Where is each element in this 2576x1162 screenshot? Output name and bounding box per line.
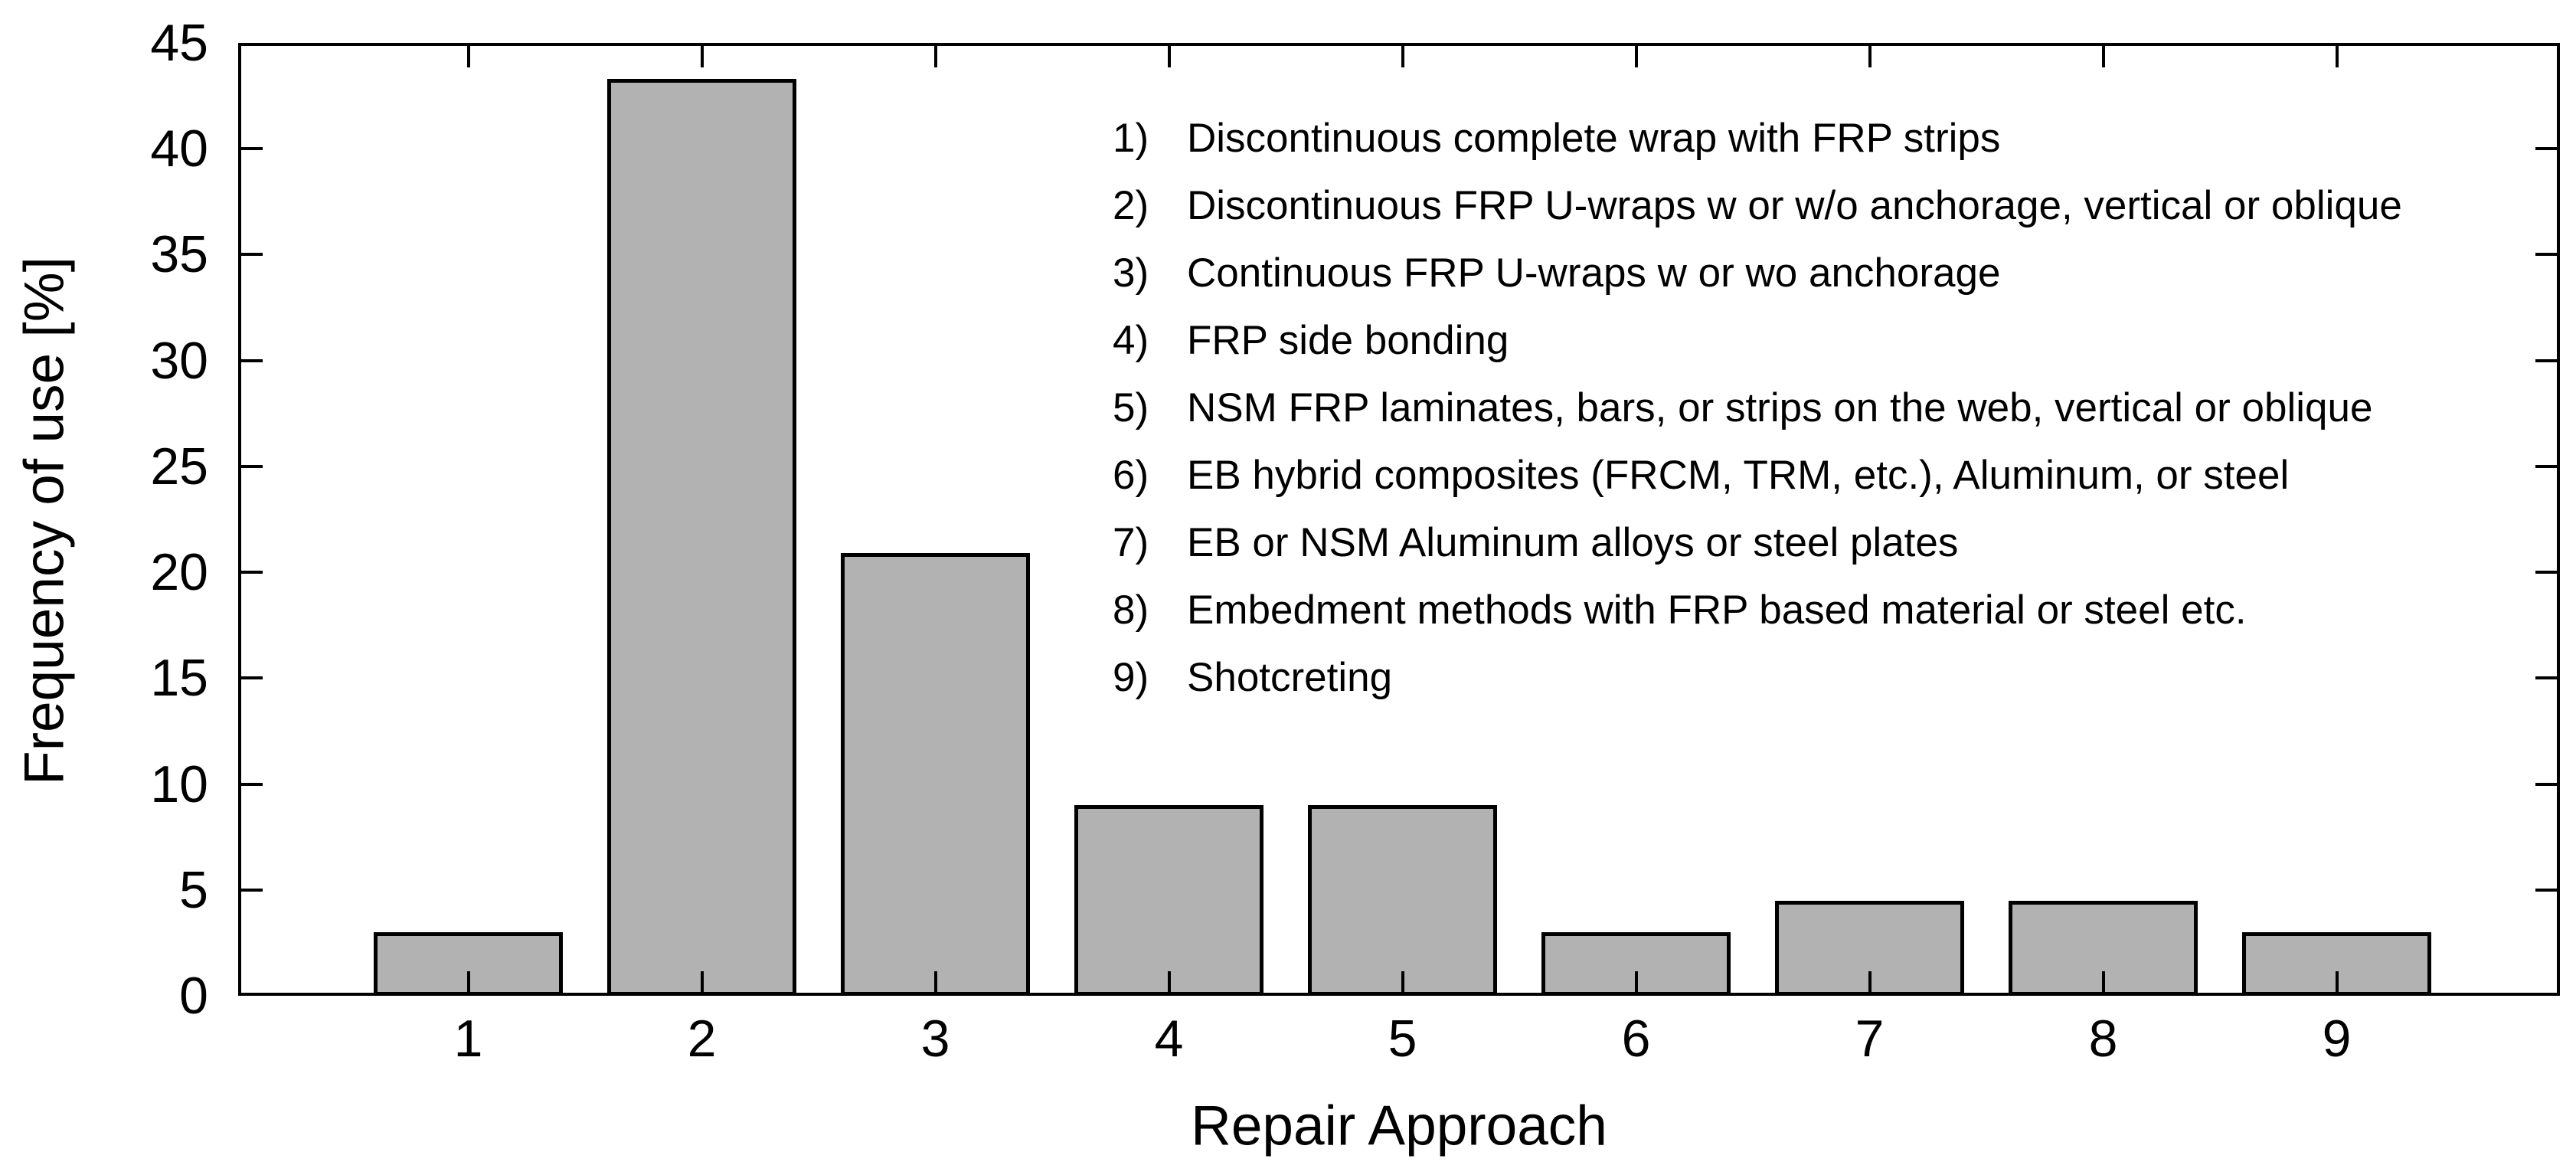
legend-item-8: 8) Embedment methods with FRP based mater…: [1113, 576, 2402, 643]
x-tick-bottom: [1167, 971, 1171, 996]
x-tick-top: [700, 43, 704, 67]
x-tick-label-3: 3: [920, 1010, 950, 1068]
legend-item-number: 6): [1113, 452, 1149, 498]
x-tick-label-4: 4: [1154, 1010, 1184, 1068]
y-tick-left: [238, 676, 263, 680]
legend-item-text: Embedment methods with FRP based materia…: [1187, 587, 2247, 633]
y-tick-right: [2535, 358, 2560, 362]
x-tick-top: [1868, 43, 1872, 67]
legend-item-text: EB hybrid composites (FRCM, TRM, etc.), …: [1187, 452, 2290, 498]
legend-item-text: Discontinuous FRP U-wraps w or w/o ancho…: [1187, 182, 2402, 228]
x-tick-bottom: [466, 971, 470, 996]
x-tick-bottom: [1401, 971, 1404, 996]
y-tick-right: [2535, 888, 2560, 892]
y-tick-right: [2535, 464, 2560, 468]
legend-item-text: Continuous FRP U-wraps w or wo anchorage: [1187, 250, 2001, 296]
legend-item-6: 6) EB hybrid composites (FRCM, TRM, etc.)…: [1113, 441, 2402, 509]
y-tick-label-35: 35: [150, 225, 208, 284]
x-tick-label-1: 1: [453, 1010, 483, 1068]
y-tick-right: [2535, 147, 2560, 151]
y-tick-label-30: 30: [150, 331, 208, 390]
x-tick-top: [2335, 43, 2339, 67]
legend-item-4: 4) FRP side bonding: [1113, 306, 2402, 374]
y-tick-right: [2535, 571, 2560, 574]
y-tick-label-40: 40: [150, 119, 208, 178]
x-tick-label-8: 8: [2088, 1010, 2118, 1068]
legend-item-number: 7): [1113, 519, 1149, 565]
y-tick-right: [2535, 676, 2560, 680]
x-tick-label-6: 6: [1621, 1010, 1651, 1068]
y-tick-label-20: 20: [150, 543, 208, 602]
x-tick-top: [466, 43, 470, 67]
y-tick-label-15: 15: [150, 649, 208, 708]
legend-item-text: Shotcreting: [1187, 654, 1393, 700]
legend-item-text: FRP side bonding: [1187, 317, 1509, 363]
y-tick-left: [238, 782, 263, 786]
legend-item-number: 9): [1113, 654, 1149, 700]
x-tick-label-9: 9: [2322, 1010, 2352, 1068]
y-tick-left: [238, 464, 263, 468]
legend-item-text: Discontinuous complete wrap with FRP str…: [1187, 115, 2001, 161]
x-tick-top: [1401, 43, 1404, 67]
legend-item-text: EB or NSM Aluminum alloys or steel plate…: [1187, 519, 1959, 565]
bar-category-5: [1308, 805, 1497, 996]
legend-item-number: 1): [1113, 115, 1149, 161]
bar-category-2: [607, 78, 796, 996]
bar-category-3: [841, 553, 1030, 996]
y-tick-left: [238, 571, 263, 574]
x-axis-title: Repair Approach: [1191, 1095, 1607, 1157]
y-tick-label-10: 10: [150, 754, 208, 813]
x-tick-bottom: [2335, 971, 2339, 996]
y-tick-label-0: 0: [179, 967, 208, 1025]
y-tick-right: [2535, 782, 2560, 786]
legend-item-text: NSM FRP laminates, bars, or strips on th…: [1187, 385, 2373, 430]
x-tick-bottom: [933, 971, 937, 996]
legend-item-2: 2) Discontinuous FRP U-wraps w or w/o anc…: [1113, 172, 2402, 239]
legend-item-3: 3) Continuous FRP U-wraps w or wo anchora…: [1113, 239, 2402, 306]
x-tick-top: [1167, 43, 1171, 67]
x-tick-label-5: 5: [1388, 1010, 1417, 1068]
legend-item-number: 4): [1113, 317, 1149, 363]
y-tick-label-5: 5: [179, 860, 208, 919]
x-tick-label-7: 7: [1855, 1010, 1885, 1068]
legend-item-5: 5) NSM FRP laminates, bars, or strips on …: [1113, 374, 2402, 441]
y-tick-right: [2535, 253, 2560, 257]
y-tick-label-25: 25: [150, 437, 208, 496]
y-tick-left: [238, 253, 263, 257]
x-tick-top: [2101, 43, 2105, 67]
x-tick-bottom: [700, 971, 704, 996]
legend-list: 1) Discontinuous complete wrap with FRP s…: [1113, 104, 2402, 711]
x-tick-label-2: 2: [687, 1010, 717, 1068]
x-tick-bottom: [1868, 971, 1872, 996]
legend-item-number: 8): [1113, 587, 1149, 633]
y-tick-label-45: 45: [150, 14, 208, 72]
legend-item-number: 2): [1113, 182, 1149, 228]
legend-item-number: 5): [1113, 385, 1149, 430]
y-tick-left: [238, 358, 263, 362]
legend-item-7: 7) EB or NSM Aluminum alloys or steel pla…: [1113, 509, 2402, 576]
bar-category-4: [1074, 805, 1263, 996]
legend-item-9: 9) Shotcreting: [1113, 643, 2402, 711]
legend-item-number: 3): [1113, 250, 1149, 296]
y-axis-title: Frequency of use [%]: [13, 257, 76, 785]
y-tick-left: [238, 147, 263, 151]
x-tick-bottom: [2101, 971, 2105, 996]
x-tick-bottom: [1634, 971, 1638, 996]
y-tick-left: [238, 888, 263, 892]
legend-item-1: 1) Discontinuous complete wrap with FRP s…: [1113, 104, 2402, 172]
x-tick-top: [933, 43, 937, 67]
x-tick-top: [1634, 43, 1638, 67]
